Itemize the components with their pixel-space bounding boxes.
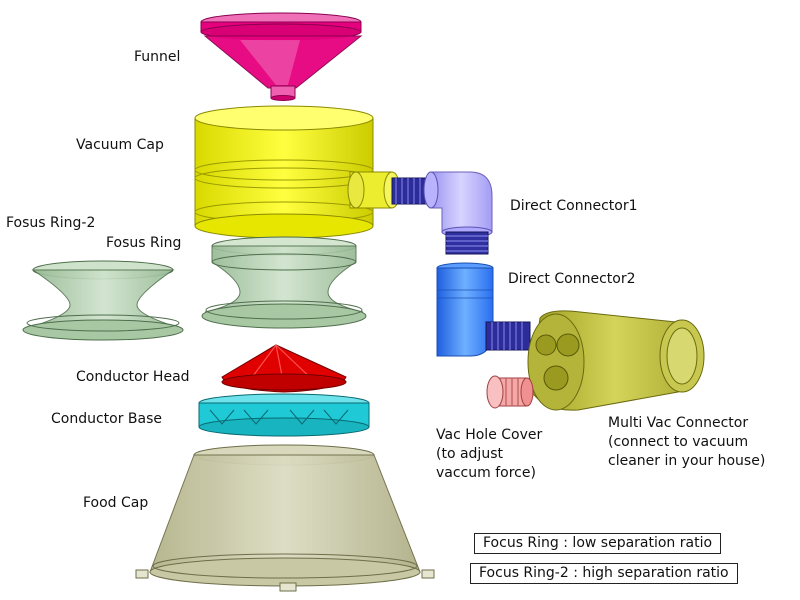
label-vac-hole-cover-line-3: vaccum force) [436,465,536,481]
food-cap-part [135,444,435,592]
label-vac-hole-cover: Vac Hole Cover (to adjust vaccum force) [436,426,542,483]
direct-connector1-part [391,171,493,255]
vacuum-cap-part [194,105,401,239]
note-focus-ring: Focus Ring : low separation ratio [474,533,722,554]
label-direct-connector2: Direct Connector2 [508,271,636,287]
label-multi-vac-connector-line-3: cleaner in your house) [608,453,766,469]
label-multi-vac-connector: Multi Vac Connector (connect to vacuum c… [608,414,765,471]
conductor-head-part [221,344,347,393]
funnel-part [200,12,363,101]
vac-hole-cover-part [486,375,534,409]
label-direct-connector1: Direct Connector1 [510,198,638,214]
label-vac-hole-cover-line-2: (to adjust [436,446,503,462]
multi-vac-connector-part [527,310,705,411]
fosus-ring-part [201,236,367,329]
label-fosus-ring-2: Fosus Ring-2 [6,215,96,231]
fosus-ring-2-part [22,260,184,341]
label-funnel: Funnel [134,49,181,65]
conductor-base-part [198,393,370,437]
label-multi-vac-connector-line-1: Multi Vac Connector [608,415,749,431]
label-vacuum-cap: Vacuum Cap [76,137,164,153]
label-conductor-base: Conductor Base [51,411,163,427]
label-multi-vac-connector-line-2: (connect to vacuum [608,434,749,450]
label-food-cap: Food Cap [83,495,149,511]
direct-connector2-part [436,262,531,357]
label-fosus-ring: Fosus Ring [106,235,182,251]
label-conductor-head: Conductor Head [76,369,190,385]
note-focus-ring-2: Focus Ring-2 : high separation ratio [470,563,738,584]
label-vac-hole-cover-line-1: Vac Hole Cover [436,427,543,443]
